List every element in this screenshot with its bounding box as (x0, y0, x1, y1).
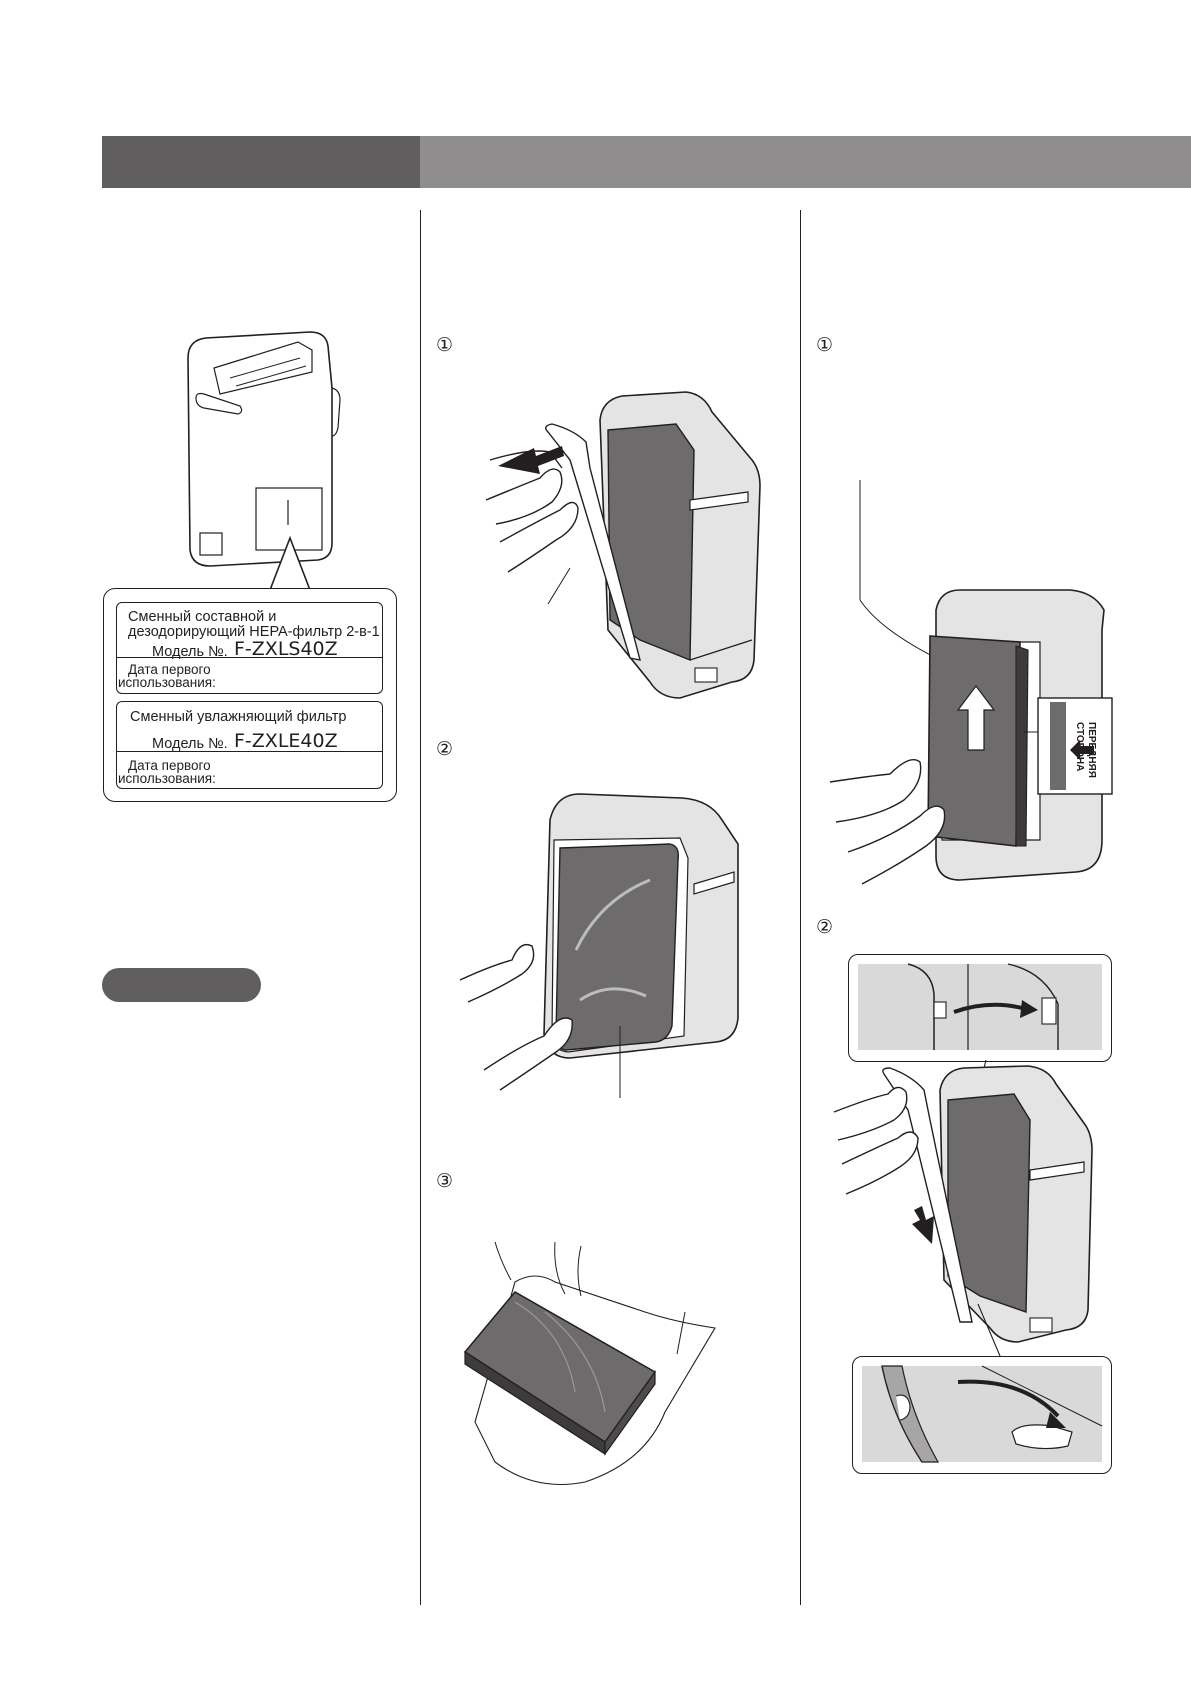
unwrap-filter-illustration (463, 1241, 716, 1485)
step-marker-col2-2: ② (436, 738, 454, 760)
humid-filter-title: Сменный увлажняющий фильтр (130, 709, 347, 725)
step-marker-col2-1: ① (436, 334, 454, 356)
hepa-filter-title-line2: дезодорирующий HEPA-фильтр 2-в-1 (128, 624, 380, 640)
refit-front-panel-illustration (833, 1059, 1093, 1357)
humid-date-label-line2: использования: (118, 771, 216, 786)
column-divider-2 (800, 210, 801, 1605)
note-pill-badge (102, 968, 261, 1002)
label-callout-pointer (269, 500, 311, 591)
lift-filter-illustration (459, 793, 739, 1098)
front-side-sticker-line1: ПЕРЕДНЯЯ (1086, 722, 1097, 778)
humid-model-number: F-ZXLE40Z (234, 730, 338, 752)
humid-label-divider (117, 751, 382, 753)
step-marker-col3-1: ① (816, 334, 834, 356)
purifier-rear-illustration (187, 331, 341, 567)
hepa-date-label-line2: использования: (118, 675, 216, 690)
step-marker-col2-3: ③ (436, 1170, 454, 1192)
humid-model-prefix: Модель №. (152, 736, 228, 752)
column-divider-1 (420, 210, 421, 1605)
hepa-model-number: F-ZXLS40Z (234, 638, 338, 660)
section-header-dark-bar (102, 136, 420, 188)
hepa-label-divider (117, 657, 382, 659)
hepa-date-label-line1: Дата первого (128, 662, 211, 677)
humid-date-label-line1: Дата первого (128, 758, 211, 773)
step-marker-col3-2: ② (816, 916, 834, 938)
hepa-model-prefix: Модель №. (152, 644, 228, 660)
inset-top-hook-illustration (858, 963, 1102, 1050)
inset-bottom-latch-illustration (862, 1365, 1103, 1463)
section-header-light-bar (420, 136, 1191, 188)
hepa-filter-title-line1: Сменный составной и (128, 609, 277, 625)
remove-front-panel-illustration (485, 391, 761, 699)
hepa-label-box (116, 602, 383, 694)
front-side-sticker-line2: СТОРОНА (1074, 722, 1085, 772)
insert-filter-illustration (829, 480, 1113, 885)
humid-label-box (116, 701, 383, 789)
